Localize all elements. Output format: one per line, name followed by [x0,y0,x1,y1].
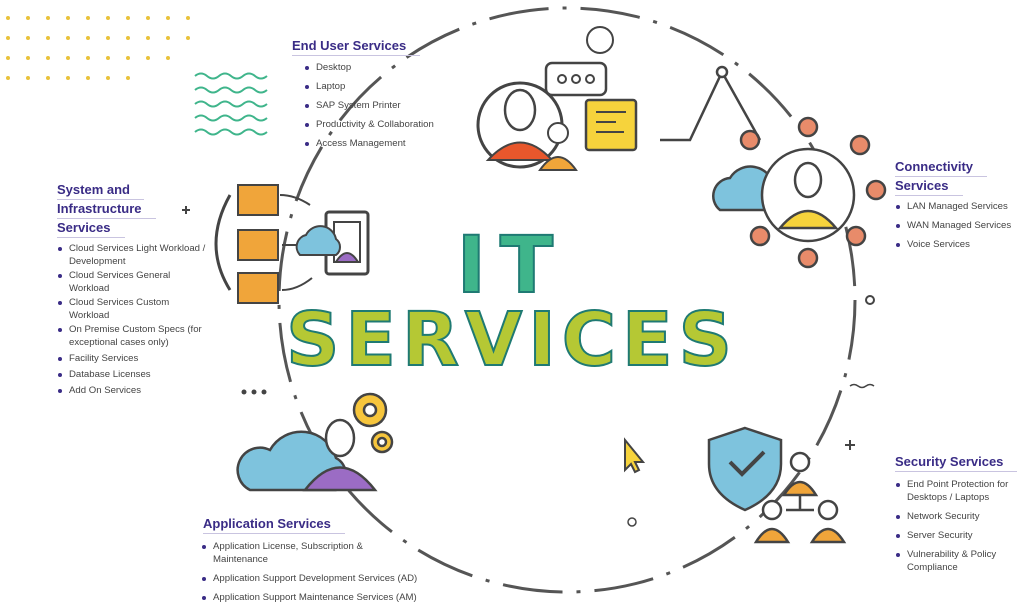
section-title: Application Services [203,515,345,534]
section-title-line: Services [895,177,963,196]
list-item: Add On Services [57,384,207,397]
services-ring [277,6,857,594]
list-item: End Point Protection for Desktops / Lapt… [895,478,1024,504]
heading-it: IT [456,221,568,311]
dot-pattern [6,16,190,80]
end-user-services-section: End User Services Desktop Laptop SAP Sys… [292,37,434,156]
cursor-icon [624,437,646,474]
security-icon [707,426,847,544]
list-item: On Premise Custom Specs (for exceptional… [57,323,207,349]
list-item: Laptop [304,80,434,93]
list-item: Cloud Services General Workload [57,269,207,295]
list-item: Productivity & Collaboration [304,118,434,131]
list-item: Application License, Subscription & Main… [201,540,403,566]
list-item: Desktop [304,61,434,74]
list-item: WAN Managed Services [895,219,1024,232]
list-item: Server Security [895,529,1024,542]
system-infrastructure-icon [214,184,370,304]
list-item: Application Support Maintenance Services… [201,591,417,604]
list-item: Cloud Services Custom Workload [57,296,207,322]
section-title: Security Services [895,453,1018,472]
system-infrastructure-section: System and Infrastructure Services Cloud… [57,181,207,398]
decorative-dots [241,295,875,527]
section-title-line: Services [57,219,125,238]
list-item: Vulnerability & Policy Compliance [895,548,1024,574]
list-item: Network Security [895,510,1024,523]
list-item: Voice Services [895,238,1024,251]
heading-services: SERVICES [285,297,738,383]
list-item: Facility Services [57,352,207,365]
connectivity-icon [660,65,887,269]
application-icon [236,392,394,492]
application-services-section: Application Services Application License… [201,515,417,610]
list-item: LAN Managed Services [895,200,1024,213]
list-item: SAP System Printer [304,99,434,112]
list-item: Application Support Development Services… [201,572,417,585]
section-title-line: Infrastructure [57,200,156,219]
section-title-line: Connectivity [895,158,988,177]
connectivity-services-section: Connectivity Services LAN Managed Servic… [895,158,1024,257]
list-item: Cloud Services Light Workload / Developm… [57,242,207,268]
list-item: Database Licenses [57,368,207,381]
security-services-section: Security Services End Point Protection f… [895,453,1024,580]
section-title-line: System and [57,181,144,200]
wave-pattern [194,72,268,136]
it-services-heading: IT SERVICES [0,221,1024,383]
list-item: Access Management [304,137,434,150]
section-title: End User Services [292,37,421,56]
end-user-icon [476,61,638,171]
